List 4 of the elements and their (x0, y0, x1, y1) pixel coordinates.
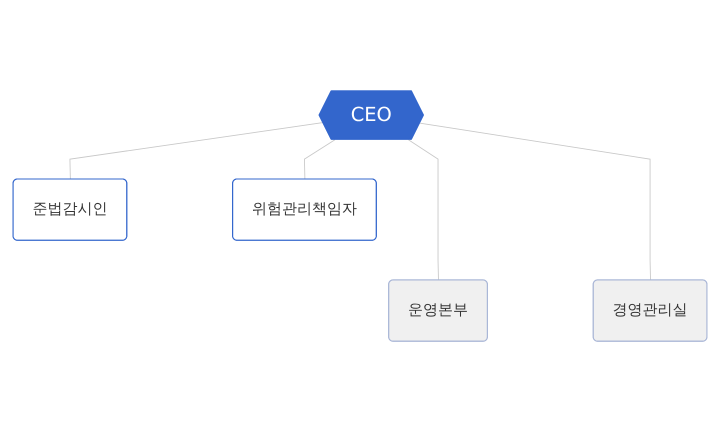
connector (408, 139, 439, 281)
connector (69, 122, 324, 180)
connector (304, 139, 336, 180)
connector (420, 122, 651, 281)
